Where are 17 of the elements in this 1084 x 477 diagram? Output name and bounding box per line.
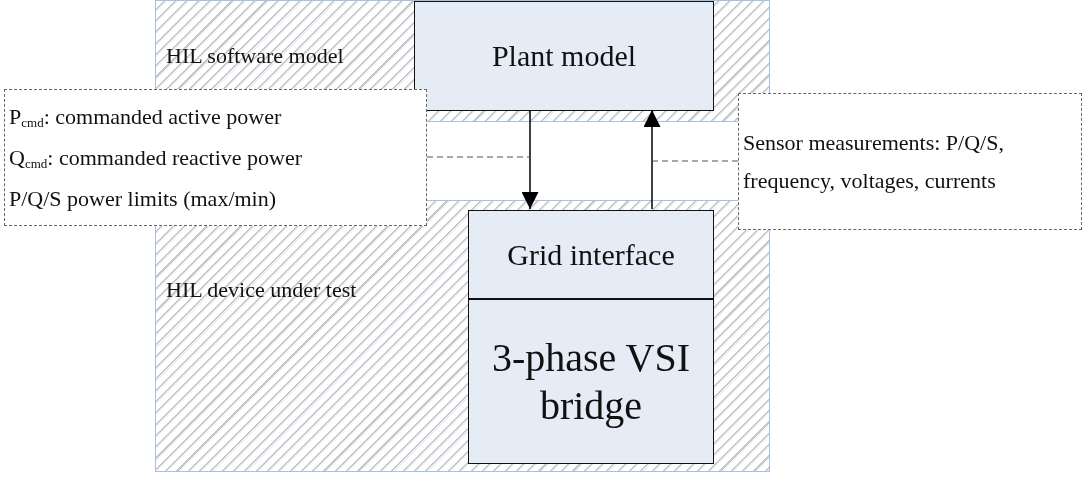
region-label: HIL device under test — [166, 277, 358, 303]
block-box — [468, 299, 714, 464]
block-box — [468, 210, 714, 299]
arrow — [643, 109, 661, 210]
annotation-text: P/Q/S power limits (max/min) — [9, 184, 278, 213]
block-label: Grid interface — [506, 236, 676, 273]
annotation-text: P$_{cmd}$: commanded active power — [9, 102, 283, 132]
annotation-box — [4, 89, 427, 226]
block-label: Plant model — [490, 38, 638, 74]
annotation-text: Sensor measurements: P/Q/S, frequency, voltages, currents — [743, 128, 1005, 195]
block-box — [414, 1, 714, 111]
block-label: 3-phase VSI bridge — [490, 333, 692, 430]
leader-line — [651, 160, 739, 162]
region-label: HIL software model — [166, 43, 344, 69]
annotation-text: Q$_{cmd}$: commanded reactive power — [9, 143, 303, 173]
annotation-box — [738, 93, 1082, 230]
leader-line — [426, 156, 531, 158]
